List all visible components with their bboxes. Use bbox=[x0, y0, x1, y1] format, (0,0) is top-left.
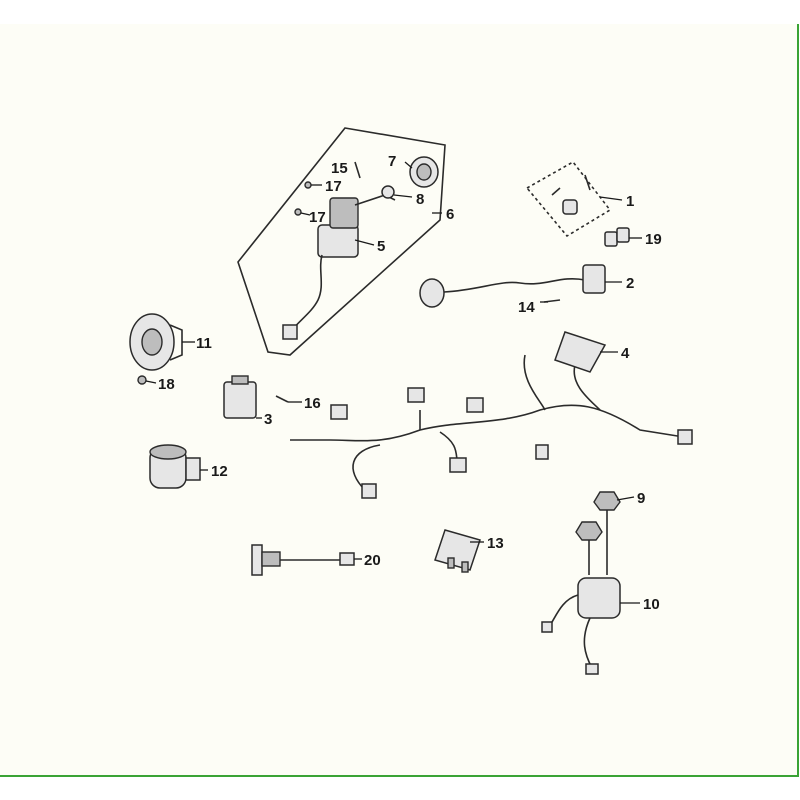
harness-connector-3 bbox=[407, 387, 425, 403]
harness-connector-1 bbox=[361, 483, 377, 499]
fuse bbox=[434, 529, 481, 571]
callout-17a: 17 bbox=[325, 178, 342, 195]
key-set-outline bbox=[525, 160, 612, 238]
callout-10: 10 bbox=[643, 596, 660, 613]
callout-13: 13 bbox=[487, 535, 504, 552]
bolt-17b bbox=[294, 208, 302, 216]
callout-7: 7 bbox=[388, 153, 396, 170]
callout-14: 14 bbox=[518, 299, 535, 316]
fuse-holder-b bbox=[616, 227, 630, 243]
starter-relay-group bbox=[541, 491, 621, 675]
ignition-switch-body bbox=[317, 224, 359, 258]
ignition-coil bbox=[582, 264, 606, 294]
harness-branch-1 bbox=[352, 444, 381, 491]
harness-connector-2 bbox=[449, 457, 467, 473]
ignition-switch-top bbox=[329, 197, 359, 229]
harness-branch-4 bbox=[573, 364, 601, 411]
fuse-holder-a bbox=[604, 231, 618, 247]
screw-16 bbox=[275, 395, 289, 403]
ignition-wire bbox=[291, 254, 323, 331]
ignition-connector bbox=[282, 324, 298, 340]
callout-8: 8 bbox=[416, 191, 424, 208]
bolt-17a bbox=[304, 181, 312, 189]
plug-cap bbox=[419, 278, 445, 308]
coil-lead bbox=[443, 278, 586, 293]
callout-6: 6 bbox=[446, 206, 454, 223]
bolt-18 bbox=[137, 375, 147, 385]
callout-18: 18 bbox=[158, 376, 175, 393]
callout-9: 9 bbox=[637, 490, 645, 507]
callout-4: 4 bbox=[621, 345, 630, 362]
relay-group bbox=[149, 444, 201, 489]
callout-19: 19 bbox=[645, 231, 662, 248]
regulator-top bbox=[231, 375, 249, 385]
harness-main bbox=[290, 404, 691, 442]
relay-connector-a bbox=[541, 621, 553, 633]
ignition-knob bbox=[381, 185, 395, 199]
keys bbox=[551, 174, 591, 196]
wire-harness-group bbox=[290, 331, 693, 499]
callout-1: 1 bbox=[626, 193, 634, 210]
leader-lines bbox=[145, 161, 642, 604]
relay-top bbox=[149, 444, 187, 460]
relay-tab bbox=[185, 457, 201, 481]
fuse-holder-group bbox=[604, 227, 630, 247]
callout-15: 15 bbox=[331, 160, 348, 177]
sensor-plate bbox=[251, 544, 263, 576]
screw-15 bbox=[354, 161, 361, 179]
starter-relay-body bbox=[577, 577, 621, 619]
callout-3: 3 bbox=[264, 411, 272, 428]
fuse-pin-a bbox=[447, 557, 455, 569]
callout-5: 5 bbox=[377, 238, 385, 255]
nut-10 bbox=[575, 521, 603, 541]
relay-connector-b bbox=[585, 663, 599, 675]
sensor-group bbox=[251, 544, 355, 576]
lock-cap-center bbox=[416, 163, 432, 181]
harness-connector-4 bbox=[330, 404, 348, 420]
fuse-group bbox=[434, 529, 481, 573]
callout-12: 12 bbox=[211, 463, 228, 480]
callout-17b: 17 bbox=[309, 209, 326, 226]
harness-connector-7 bbox=[535, 444, 549, 460]
fuse-pin-b bbox=[461, 561, 469, 573]
harness-connector-5 bbox=[466, 397, 484, 413]
key-set-group bbox=[525, 160, 612, 238]
callout-labels: 1 2 3 4 5 6 7 8 9 10 11 12 13 14 15 16 1… bbox=[158, 153, 662, 613]
harness-connector-6 bbox=[677, 429, 693, 445]
regulator bbox=[223, 381, 257, 419]
regulator-group bbox=[223, 375, 257, 419]
harness-branch-3 bbox=[523, 354, 546, 411]
horn-group bbox=[129, 313, 183, 371]
nut-9 bbox=[593, 491, 621, 511]
callout-20: 20 bbox=[364, 552, 381, 569]
horn-center bbox=[141, 328, 163, 356]
diagram-frame bbox=[0, 24, 799, 777]
callout-2: 2 bbox=[626, 275, 634, 292]
ignition-coil-group bbox=[419, 264, 606, 308]
callout-16: 16 bbox=[304, 395, 321, 412]
ignition-assembly-group bbox=[237, 127, 446, 356]
callout-11: 11 bbox=[196, 335, 212, 352]
sensor-connector bbox=[339, 552, 355, 566]
harness-tag bbox=[554, 331, 607, 373]
assembly-outline bbox=[237, 127, 446, 356]
relay-wire-b bbox=[583, 617, 593, 669]
sensor-body bbox=[261, 551, 281, 567]
key-barrel bbox=[562, 199, 578, 215]
